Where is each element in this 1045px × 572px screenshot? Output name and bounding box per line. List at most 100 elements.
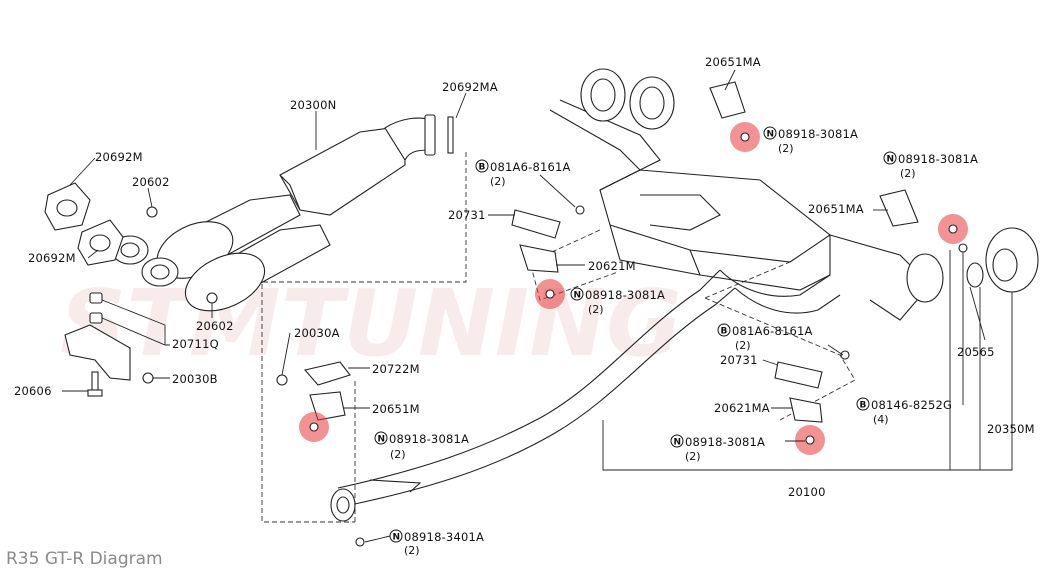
front-tube-assembly <box>44 114 454 397</box>
leaders-right <box>488 69 1013 471</box>
rear-muffler-box <box>599 169 831 263</box>
label-20692M-bottom: 20692M <box>28 251 76 265</box>
nut-20030B <box>142 372 154 384</box>
label-20651MA-top: 20651MA <box>705 55 761 69</box>
label-20731-a: 20731 <box>448 208 486 222</box>
label-20692M-top: 20692M <box>95 150 143 164</box>
bolt-081A6-b <box>840 350 850 360</box>
callout-n3081-left: N 08918-3081A (2) <box>374 431 469 461</box>
label-20602-top: 20602 <box>132 175 170 189</box>
label-20030B: 20030B <box>172 372 218 386</box>
label-20621M: 20621M <box>588 259 636 273</box>
tail-tip-right-1 <box>906 253 944 303</box>
label-20350M: 20350M <box>987 422 1035 436</box>
bolt-3401A <box>355 537 365 547</box>
callout-n3081-right: N 08918-3081A (2) <box>883 151 978 180</box>
svg-text:08146-8252G: 08146-8252G <box>871 398 952 412</box>
front-joint-flange <box>330 488 356 522</box>
svg-text:(2): (2) <box>900 167 916 180</box>
svg-text:B: B <box>860 401 867 411</box>
svg-text:(2): (2) <box>490 175 506 188</box>
bracket-20731-b <box>774 361 823 389</box>
label-20651MA-mid: 20651MA <box>808 202 864 216</box>
callout-n3081-bottom: N 08918-3081A (2) <box>670 434 765 463</box>
svg-text:N: N <box>574 291 582 301</box>
tail-tip-left-2 <box>629 76 675 130</box>
main-pipe-20100 <box>330 269 736 547</box>
label-20722M: 20722M <box>372 362 420 376</box>
svg-text:(2): (2) <box>390 448 406 461</box>
svg-text:(2): (2) <box>404 544 420 557</box>
callout-n3401: N 08918-3401A (2) <box>389 529 484 557</box>
label-20731-b: 20731 <box>720 353 758 367</box>
callout-b081A6-a: B 081A6-8161A (2) <box>475 159 571 188</box>
label-20100: 20100 <box>788 485 826 499</box>
nut-20602-top <box>146 206 158 218</box>
bracket-20731-a <box>511 209 561 239</box>
svg-text:N: N <box>887 155 895 165</box>
bolt-20030A <box>276 374 288 386</box>
svg-text:N: N <box>767 130 775 140</box>
tail-tip-left-1 <box>580 68 626 122</box>
center-muffler-body <box>279 127 406 216</box>
rear-muffler-assembly <box>511 68 1039 423</box>
watermark-text: STMTUNING <box>60 270 682 377</box>
label-20651M: 20651M <box>372 402 420 416</box>
mid-pipe-lower-edge <box>349 287 736 506</box>
flange-20692MA <box>424 114 436 156</box>
leaders-left <box>62 92 467 392</box>
nut-right <box>948 224 958 234</box>
nut-bottom <box>805 435 815 445</box>
nut-20602-bottom <box>206 292 218 304</box>
svg-text:(2): (2) <box>778 142 794 155</box>
dashed-boundaries <box>261 152 856 523</box>
gasket-20692M-top <box>44 182 91 231</box>
svg-text:081A6-8161A: 081A6-8161A <box>732 324 813 338</box>
bolt-08146 <box>958 243 968 253</box>
callout-n3081-topright: N 08918-3081A (2) <box>763 126 858 155</box>
svg-text:(2): (2) <box>588 303 604 316</box>
nut-center <box>545 289 555 299</box>
hanger-20651MA-mid <box>879 189 919 227</box>
label-20692MA: 20692MA <box>442 80 498 94</box>
label-20030A: 20030A <box>294 326 340 340</box>
callout-n3081-center: N 08918-3081A (2) <box>570 287 665 316</box>
gasket-20692MA <box>447 116 454 154</box>
svg-text:B: B <box>479 163 486 173</box>
bracket-20711Q <box>64 324 131 381</box>
mount-rubber-top <box>89 292 103 304</box>
svg-text:(2): (2) <box>685 450 701 463</box>
svg-text:081A6-8161A: 081A6-8161A <box>490 160 571 174</box>
svg-text:N: N <box>674 438 682 448</box>
mount-20621MA <box>789 397 823 423</box>
diagram-caption: R35 GT-R Diagram <box>6 549 163 569</box>
clamp-20565 <box>966 262 984 288</box>
label-20565: 20565 <box>957 345 995 359</box>
svg-text:(4): (4) <box>873 413 889 426</box>
gasket-20692M-bottom <box>77 219 124 266</box>
label-20711Q: 20711Q <box>172 337 219 351</box>
svg-text:B: B <box>721 327 728 337</box>
nut-left-hanger <box>309 422 319 432</box>
inlet-flange-2 <box>141 257 179 287</box>
catalytic-converter-2 <box>184 252 266 312</box>
svg-text:08918-3081A: 08918-3081A <box>389 432 469 446</box>
watermark: STMTUNING <box>60 270 682 377</box>
svg-text:08918-3081A: 08918-3081A <box>585 288 665 302</box>
svg-text:08918-3081A: 08918-3081A <box>898 152 978 166</box>
mount-rubber-mid <box>89 312 103 324</box>
label-20606: 20606 <box>14 384 52 398</box>
svg-text:N: N <box>393 533 401 543</box>
label-20300N: 20300N <box>290 98 336 112</box>
bracket-20722M <box>303 361 351 386</box>
mount-20621M <box>519 244 559 273</box>
label-20621MA: 20621MA <box>714 401 770 415</box>
callout-b08146: B 08146-8252G (4) <box>856 397 952 426</box>
svg-text:(2): (2) <box>735 339 751 352</box>
svg-text:08918-3401A: 08918-3401A <box>404 530 484 544</box>
hanger-20651MA-top <box>709 81 746 119</box>
label-20602-bottom: 20602 <box>196 319 234 333</box>
callout-b081A6-b: B 081A6-8161A (2) <box>717 323 813 352</box>
svg-text:N: N <box>378 435 386 445</box>
